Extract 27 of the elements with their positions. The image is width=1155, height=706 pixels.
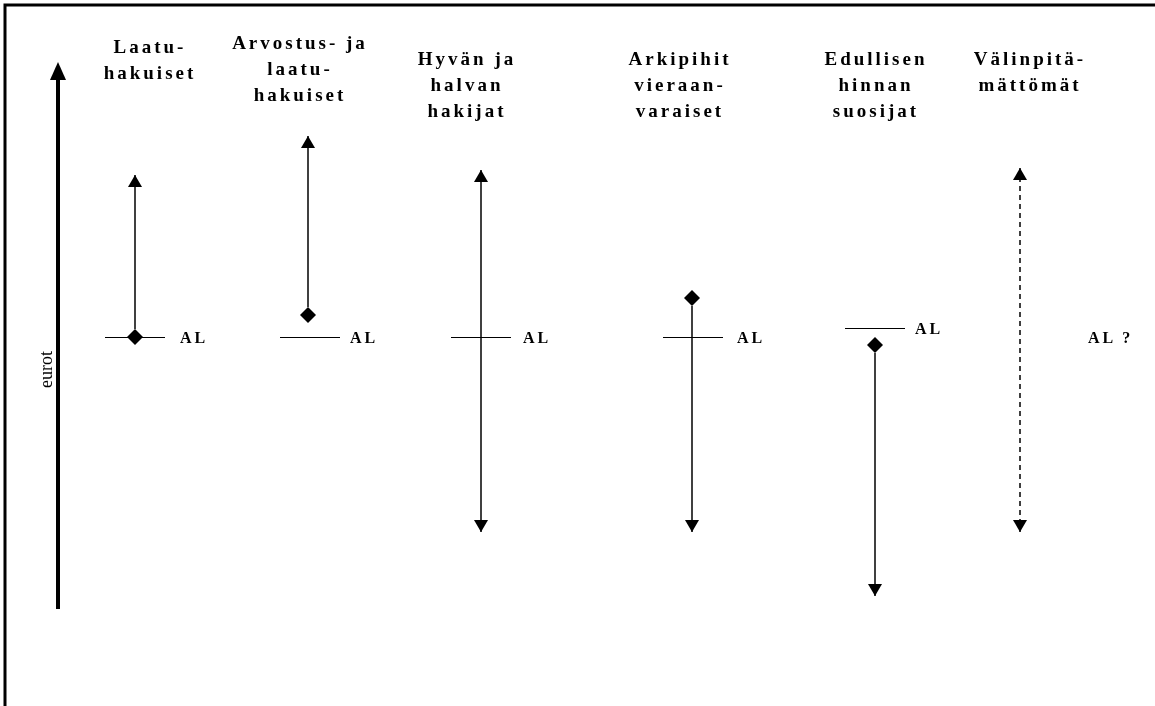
level-label: AL bbox=[737, 329, 766, 347]
level-label: AL ? bbox=[1088, 329, 1134, 347]
reference-line bbox=[280, 337, 340, 338]
reference-line bbox=[845, 328, 905, 329]
column-heading: Hyvän ja halvan hakijat bbox=[416, 47, 518, 123]
column-heading: Välinpitä- mättömät bbox=[972, 47, 1088, 97]
diamond-marker bbox=[300, 307, 316, 323]
range-arrow bbox=[868, 352, 882, 597]
reference-line bbox=[663, 337, 723, 338]
column-heading: Arvostus- ja laatu- hakuiset bbox=[231, 31, 369, 107]
level-label: AL bbox=[180, 329, 209, 347]
range-arrow bbox=[474, 336, 488, 533]
range-arrow bbox=[301, 135, 315, 308]
column-heading: Laatu- hakuiset bbox=[102, 35, 198, 85]
column-heading: Edullisen hinnan suosijat bbox=[823, 47, 929, 123]
axis-label: eurot bbox=[35, 351, 57, 388]
range-arrow bbox=[474, 169, 488, 338]
reference-line bbox=[451, 337, 511, 338]
range-arrow bbox=[128, 174, 142, 330]
diamond-marker bbox=[684, 290, 700, 306]
level-label: AL bbox=[350, 329, 379, 347]
diamond-marker bbox=[867, 337, 883, 353]
column-heading: Arkipihit vieraan- varaiset bbox=[627, 47, 733, 123]
range-arrow bbox=[685, 305, 699, 533]
level-label: AL bbox=[523, 329, 552, 347]
level-label: AL bbox=[915, 320, 944, 338]
diamond-marker bbox=[127, 329, 143, 345]
